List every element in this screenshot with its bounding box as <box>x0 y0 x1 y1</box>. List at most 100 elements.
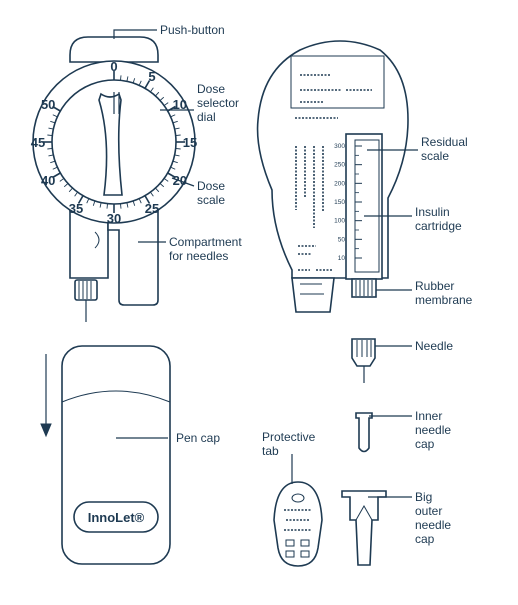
dial-major-tick <box>52 105 61 112</box>
label-big-outer-needle-cap: Big outer needle cap <box>415 490 452 546</box>
dial-major-tick <box>144 80 151 89</box>
dial-minor-tick <box>120 203 122 209</box>
label-inner-needle-cap: Inner needle cap <box>415 409 452 451</box>
dial-minor-tick <box>150 191 154 197</box>
protective-tab-body <box>273 481 323 567</box>
label-dose-selector-dial: Dose selector dial <box>197 82 240 124</box>
dial-minor-tick <box>59 178 65 182</box>
dial-minor-tick <box>48 127 54 130</box>
inner-needle-cap <box>355 412 373 453</box>
dial-minor-tick <box>150 87 154 93</box>
dial-grip <box>98 92 123 196</box>
residual-scale-numbers: 300 250 200 150 100 50 10 <box>334 143 345 262</box>
dial-number: 15 <box>183 135 197 150</box>
dial-minor-tick <box>106 203 108 209</box>
label-push-button: Push-button <box>160 23 225 37</box>
dial-minor-tick <box>163 102 169 106</box>
dial-number: 5 <box>148 69 155 84</box>
residual-scale-number: 200 <box>334 180 345 187</box>
label-protective-tab: Protective tab <box>262 430 316 458</box>
dial-minor-tick <box>163 178 169 182</box>
dial-minor-tick <box>175 148 181 150</box>
dial-minor-tick <box>132 200 136 206</box>
dial-minor-tick <box>47 148 53 150</box>
dial-minor-tick <box>138 198 142 204</box>
dial-number: 0 <box>110 59 117 74</box>
dial-number: 45 <box>31 135 45 150</box>
residual-scale-number: 250 <box>334 162 345 169</box>
dial-number: 25 <box>145 201 159 216</box>
needle-hub <box>351 338 376 367</box>
dial-minor-tick <box>174 127 180 130</box>
protective-tab <box>273 481 323 567</box>
dial-minor-tick <box>172 160 178 164</box>
dial-minor-tick <box>120 75 122 81</box>
pen-cap: InnoLet® <box>40 345 171 565</box>
dial-minor-tick <box>48 154 54 157</box>
label-pen-cap: Pen cap <box>176 431 221 445</box>
dial-number: 35 <box>69 201 83 216</box>
leader-dose-scale <box>171 177 195 187</box>
dial-minor-tick <box>159 183 165 188</box>
residual-scale-number: 100 <box>334 218 345 225</box>
logo-plate <box>73 501 159 533</box>
dial-minor-tick <box>155 91 160 97</box>
residual-scale-number: 50 <box>338 236 346 243</box>
label-compartment-for-needles: Compartment for needles <box>169 235 242 263</box>
pen-body-back <box>256 40 409 279</box>
needle-parts <box>341 338 387 566</box>
dial-minor-tick <box>47 134 53 136</box>
residual-scale <box>354 139 380 273</box>
big-outer-needle-cap <box>341 490 387 566</box>
dial-minor-tick <box>175 134 181 136</box>
dial-minor-tick <box>174 154 180 157</box>
dial-number: 10 <box>173 97 187 112</box>
dial-major-tick <box>167 172 176 179</box>
base-fin <box>291 277 335 313</box>
dial-minor-tick <box>52 114 58 118</box>
dial-number: 50 <box>41 97 55 112</box>
down-arrow-head <box>40 423 52 438</box>
dial-minor-tick <box>50 120 56 124</box>
dial-minor-tick <box>159 96 165 101</box>
dial-minor-tick <box>172 120 178 124</box>
label-rubber-membrane: Rubber membrane <box>415 279 473 307</box>
dial-minor-tick <box>92 200 96 206</box>
label-dose-scale: Dose scale <box>197 179 226 207</box>
pen-back-view: 300 250 200 150 100 50 10 <box>256 40 409 313</box>
dial-number: 30 <box>107 211 121 226</box>
insulin-cartridge <box>345 133 383 280</box>
dial-minor-tick <box>74 191 78 197</box>
residual-scale-number: 150 <box>334 199 345 206</box>
dial-minor-tick <box>52 166 58 170</box>
brand-logo: InnoLet® <box>88 510 145 525</box>
dial-minor-tick <box>50 160 56 164</box>
needle-hub-front <box>74 279 98 301</box>
dial-minor-tick <box>126 76 129 82</box>
residual-scale-number: 10 <box>338 255 346 262</box>
dial-minor-tick <box>86 198 90 204</box>
dial-minor-tick <box>63 183 69 188</box>
push-button <box>69 36 159 63</box>
dial-minor-tick <box>132 78 136 84</box>
label-residual-scale: Residual scale <box>421 135 468 163</box>
dial-major-tick <box>77 195 84 204</box>
dial-number: 40 <box>41 173 55 188</box>
label-needle: Needle <box>415 339 454 353</box>
dial-minor-tick <box>68 187 73 193</box>
dial-minor-tick <box>99 202 102 208</box>
dial-minor-tick <box>170 166 176 170</box>
dial-minor-tick <box>155 187 160 193</box>
dial-minor-tick <box>170 114 176 118</box>
dial-major-tick <box>52 172 61 179</box>
leader-push-button <box>113 29 157 39</box>
label-insulin-cartridge: Insulin cartridge <box>415 205 462 233</box>
dial-major-tick <box>144 195 151 204</box>
residual-scale-ticks <box>355 145 362 259</box>
residual-scale-number: 300 <box>334 143 345 150</box>
label-panel <box>290 55 385 109</box>
